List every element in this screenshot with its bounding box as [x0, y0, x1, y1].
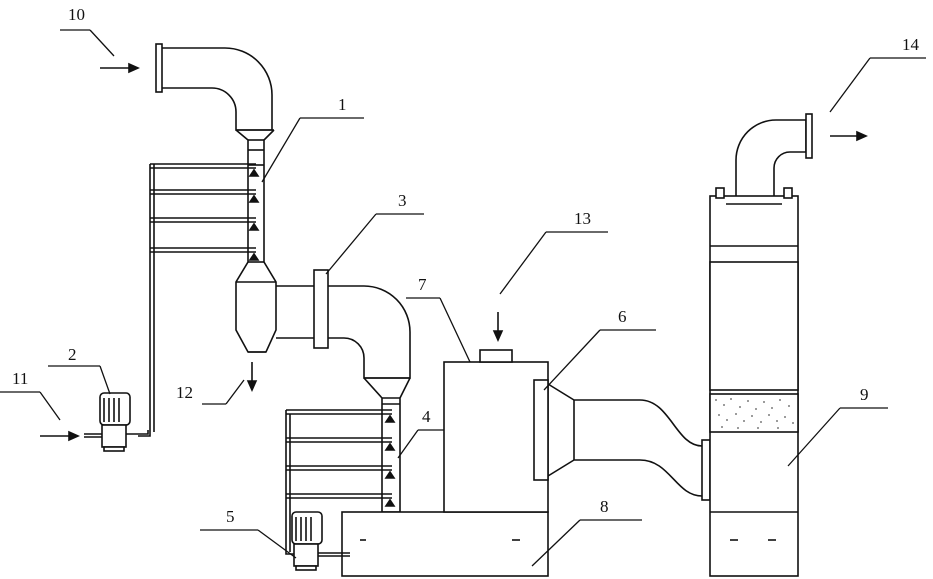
label-8: 8: [600, 497, 609, 516]
label-7: 7: [418, 275, 427, 294]
inlet-duct: [155, 43, 273, 131]
tower-9: [709, 187, 799, 577]
label-14: 14: [902, 35, 920, 54]
unit-7: [443, 349, 549, 513]
part-labels: 10 1 2 11 3 13 7 6 4 12 5 8 9 14: [12, 5, 920, 526]
label-12: 12: [176, 383, 193, 402]
label-11: 11: [12, 369, 28, 388]
label-13: 13: [574, 209, 591, 228]
label-10: 10: [68, 5, 85, 24]
spray-pipes-tower-1: [138, 163, 260, 437]
label-4: 4: [422, 407, 431, 426]
tank-8: [341, 511, 549, 577]
pump-2: [84, 392, 149, 452]
label-2: 2: [68, 345, 77, 364]
connecting-duct: [276, 269, 411, 379]
pump-5: [291, 511, 350, 571]
label-1: 1: [338, 95, 347, 114]
leader-lines: [0, 29, 926, 567]
outlet-duct: [735, 113, 813, 196]
spray-tower-1: [235, 129, 277, 353]
transition-duct: [547, 383, 711, 501]
packing-media: [715, 398, 794, 429]
label-3: 3: [398, 191, 407, 210]
label-5: 5: [226, 507, 235, 526]
spray-tower-4: [363, 377, 411, 513]
label-6: 6: [618, 307, 627, 326]
label-9: 9: [860, 385, 869, 404]
flow-arrows: [40, 62, 868, 442]
